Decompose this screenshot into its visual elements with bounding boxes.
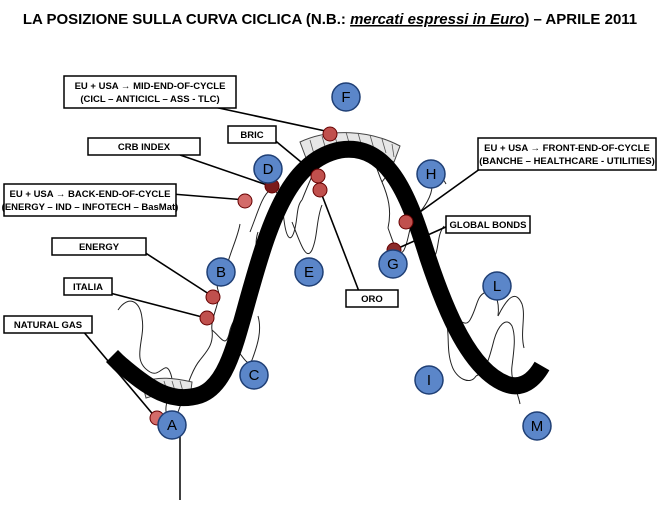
stage-a: A: [157, 410, 187, 440]
marker-bric: [310, 168, 326, 184]
marker-front-end: [398, 214, 414, 230]
label-oro: ORO: [345, 289, 399, 308]
connector-lines: [81, 106, 485, 419]
svg-text:E: E: [304, 264, 314, 281]
svg-text:F: F: [341, 89, 350, 106]
label-front-end-of-cycle: EU + USA → FRONT-END-OF-CYCLE (BANCHE – …: [477, 137, 657, 171]
stage-m: M: [522, 411, 552, 441]
label-back-end-of-cycle: EU + USA → BACK-END-OF-CYCLE (ENERGY – I…: [2, 183, 179, 217]
stage-f: F: [331, 82, 361, 112]
marker-italia: [199, 310, 215, 326]
svg-text:H: H: [426, 166, 437, 183]
label-bric: BRIC: [227, 125, 277, 144]
svg-text:(CICL – ANTICICL – ASS - TLC): (CICL – ANTICICL – ASS - TLC): [80, 94, 219, 105]
position-markers: [149, 126, 414, 426]
stage-h: H: [416, 159, 446, 189]
marker-back-end: [237, 193, 253, 209]
svg-text:I: I: [427, 372, 431, 389]
svg-text:ITALIA: ITALIA: [73, 282, 103, 293]
label-boxes: EU + USA → MID-END-OF-CYCLE (CICL – ANTI…: [2, 75, 657, 334]
marker-oro: [312, 182, 328, 198]
stage-markers: A B C D E F G H I L M: [157, 82, 552, 441]
stage-e: E: [294, 257, 324, 287]
svg-text:EU + USA → FRONT-END-OF-CYCLE: EU + USA → FRONT-END-OF-CYCLE: [484, 143, 650, 154]
svg-text:ORO: ORO: [361, 294, 383, 305]
svg-text:NATURAL GAS: NATURAL GAS: [14, 320, 82, 331]
stage-b: B: [206, 257, 236, 287]
svg-text:L: L: [493, 278, 501, 295]
label-energy: ENERGY: [51, 237, 147, 256]
svg-text:ENERGY: ENERGY: [79, 242, 120, 253]
svg-text:A: A: [167, 417, 177, 434]
curve-end-left: [105, 349, 133, 377]
svg-text:(ENERGY – IND – INFOTECH – Bas: (ENERGY – IND – INFOTECH – BasMat): [2, 202, 179, 213]
svg-text:EU + USA → BACK-END-OF-CYCLE: EU + USA → BACK-END-OF-CYCLE: [10, 189, 171, 200]
stage-c: C: [239, 360, 269, 390]
page-title: LA POSIZIONE SULLA CURVA CICLICA (N.B.: …: [23, 11, 637, 28]
stage-l: L: [482, 271, 512, 301]
svg-text:D: D: [263, 161, 274, 178]
label-global-bonds: GLOBAL BONDS: [445, 215, 531, 234]
svg-text:G: G: [387, 256, 399, 273]
stage-d: D: [253, 154, 283, 184]
label-natural-gas: NATURAL GAS: [3, 315, 93, 334]
svg-text:EU + USA → MID-END-OF-CYCLE: EU + USA → MID-END-OF-CYCLE: [75, 81, 226, 92]
svg-text:GLOBAL BONDS: GLOBAL BONDS: [450, 220, 527, 231]
label-crb-index: CRB INDEX: [87, 137, 201, 156]
svg-text:BRIC: BRIC: [240, 130, 263, 141]
svg-text:B: B: [216, 264, 226, 281]
svg-text:CRB INDEX: CRB INDEX: [118, 142, 171, 153]
marker-mid-end: [322, 126, 338, 142]
svg-text:C: C: [249, 367, 260, 384]
stage-g: G: [378, 249, 408, 279]
stage-i: I: [414, 365, 444, 395]
main-cycle-curve: [112, 140, 550, 407]
label-italia: ITALIA: [63, 277, 113, 296]
label-mid-end-of-cycle: EU + USA → MID-END-OF-CYCLE (CICL – ANTI…: [63, 75, 237, 109]
marker-energy: [205, 289, 221, 305]
svg-text:M: M: [531, 418, 544, 435]
svg-text:(BANCHE – HEALTHCARE - UTILITI: (BANCHE – HEALTHCARE - UTILITIES): [479, 156, 655, 167]
